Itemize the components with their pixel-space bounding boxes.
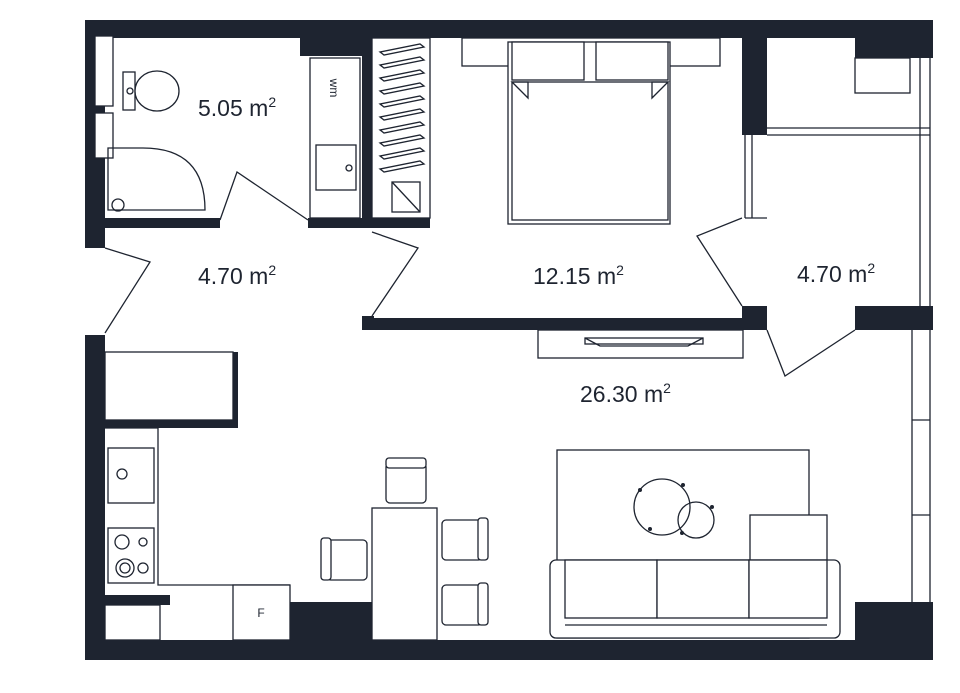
tv-unit	[537, 329, 744, 359]
wall-bottom-kitchen	[290, 602, 372, 660]
area-hall: 4.70 m2	[198, 262, 276, 289]
fridge	[232, 584, 291, 641]
area-bathroom: 5.05 m2	[198, 94, 276, 121]
wall-wm-partition	[362, 38, 372, 228]
wall-top-right	[855, 20, 933, 58]
area-living: 26.30 m2	[580, 380, 671, 407]
coffee-tables	[633, 478, 715, 539]
wall-bottom	[85, 640, 933, 660]
area-balcony: 4.70 m2	[797, 260, 875, 287]
wall-balcony-bottom	[855, 306, 933, 330]
wall-bottom-right	[855, 602, 933, 660]
wall-kitchen-upper	[105, 418, 238, 428]
wall-bedroom-bottom	[362, 318, 767, 330]
wardrobe	[371, 37, 431, 219]
dining-table	[371, 507, 438, 641]
wall-bedroom-bottom-post	[362, 316, 374, 330]
wall-top-bathroom	[85, 20, 365, 38]
wall-bottom-left	[85, 595, 170, 605]
window-left-2	[94, 112, 114, 159]
wall-bathroom-bottom	[85, 218, 220, 228]
kitchen	[104, 351, 291, 641]
bathroom-sink	[309, 57, 361, 219]
sofa	[549, 514, 841, 639]
fridge-label: F	[257, 606, 264, 620]
shower-tray	[107, 147, 206, 212]
wall-bedroom-right	[742, 38, 767, 135]
area-bedroom: 12.15 m2	[533, 262, 624, 289]
kitchen-sink	[107, 447, 155, 504]
wall-top-bath-end	[300, 20, 365, 56]
bed	[461, 37, 721, 225]
doors	[104, 170, 856, 377]
wall-top-bedroom	[365, 20, 855, 38]
kitchen-cabinet-bottom	[104, 604, 161, 641]
windows	[744, 58, 931, 602]
window-left-1	[94, 35, 114, 107]
walls	[85, 20, 933, 660]
dining-chairs	[320, 457, 489, 626]
balcony-cabinet	[854, 57, 911, 94]
toilet	[122, 70, 180, 112]
wall-bedroom-right-post	[742, 306, 767, 330]
washing-machine-label: wm	[327, 78, 341, 98]
wall-left-lower	[85, 335, 105, 600]
wardrobe-hangers	[378, 43, 426, 173]
